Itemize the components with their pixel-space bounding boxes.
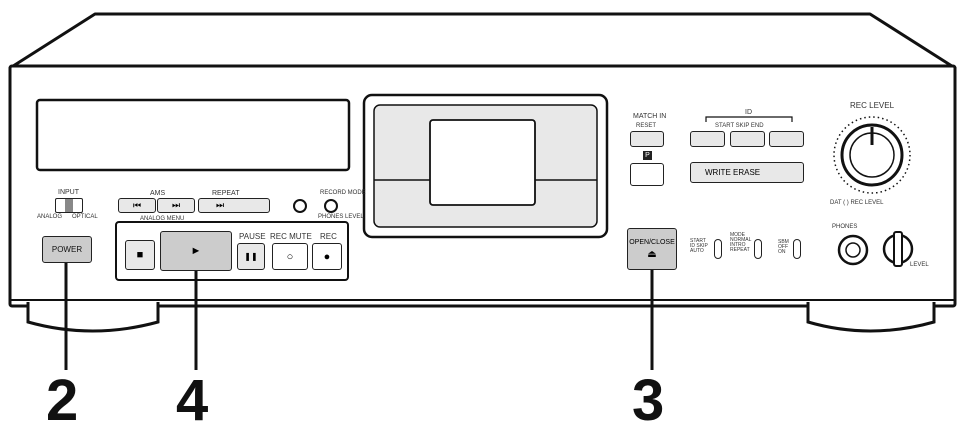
switch3[interactable] <box>793 239 801 259</box>
switch2[interactable] <box>754 239 762 259</box>
switch1-label: START ID SKIP AUTO <box>690 238 708 254</box>
input-left-label: ANALOG <box>37 214 63 220</box>
next-button[interactable]: ⏭ <box>157 198 195 213</box>
ams-sub-label: ANALOG MENU <box>140 216 185 222</box>
rec-level-label: REC LEVEL <box>850 101 895 110</box>
rec-label: REC <box>320 232 337 241</box>
callout-2: 2 <box>46 368 79 433</box>
write-erase-button[interactable]: WRITE ERASE <box>690 162 804 183</box>
power-button[interactable]: POWER <box>42 236 92 263</box>
pause-label: PAUSE <box>239 232 266 241</box>
match-in-sub-label: RESET <box>636 123 657 129</box>
stop-icon: ■ <box>136 249 144 261</box>
match-indicator: P <box>643 151 652 160</box>
input-switch-knob <box>65 199 73 212</box>
repeat-next-icon: ⏭ <box>215 200 225 210</box>
rec-level-sub-label: DAT ( ) REC LEVEL <box>830 200 884 206</box>
stop-button[interactable]: ■ <box>125 240 155 270</box>
record-mode-sub-label: PHONES LEVEL <box>318 214 364 220</box>
open-close-label: OPEN/CLOSE <box>629 238 675 246</box>
prev-button[interactable]: ⏮ <box>118 198 156 213</box>
rec-mute-button[interactable]: ○ <box>272 243 308 270</box>
open-close-button[interactable]: OPEN/CLOSE ⏏ <box>627 228 677 270</box>
prev-icon: ⏮ <box>132 200 142 210</box>
match-in-button[interactable] <box>630 131 664 147</box>
switch3-label: SBM OFF ON <box>778 239 789 255</box>
match-display <box>630 163 664 186</box>
pause-button[interactable]: ❚❚ <box>237 243 265 270</box>
write-erase-label: WRITE ERASE <box>705 168 761 177</box>
repeat-button[interactable]: ⏭ <box>198 198 270 213</box>
switch1[interactable] <box>714 239 722 259</box>
play-icon: ► <box>190 245 202 257</box>
power-label: POWER <box>51 245 83 254</box>
match-indicator-letter: P <box>645 152 650 159</box>
rec-mute-icon: ○ <box>286 250 294 263</box>
rec-button[interactable]: ● <box>312 243 342 270</box>
id-label: ID <box>745 109 752 116</box>
input-right-label: OPTICAL <box>72 214 98 220</box>
rec-icon: ● <box>323 250 331 263</box>
pause-icon: ❚❚ <box>244 252 258 261</box>
id-start-button[interactable] <box>690 131 725 147</box>
input-switch[interactable] <box>55 198 83 213</box>
phones-jack[interactable] <box>839 236 867 264</box>
match-in-label: MATCH IN <box>633 113 667 120</box>
id-skip-button[interactable] <box>730 131 765 147</box>
next-icon: ⏭ <box>171 200 181 210</box>
id-sub-label: START SKIP END <box>715 123 764 129</box>
record-mode-label: RECORD MODE <box>320 190 366 196</box>
eject-icon: ⏏ <box>647 248 657 260</box>
ams-label: AMS <box>150 190 166 197</box>
level-label: LEVEL <box>910 262 929 268</box>
rec-level-knob[interactable] <box>842 125 902 185</box>
play-button[interactable]: ► <box>160 231 232 271</box>
switch2-label: MODE NORMAL INTRO REPEAT <box>730 232 752 253</box>
callout-3: 3 <box>632 368 665 433</box>
phones-label: PHONES <box>832 224 858 230</box>
callout-4: 4 <box>176 368 209 433</box>
rec-mute-label: REC MUTE <box>270 232 312 241</box>
phones-level-knob[interactable] <box>884 235 912 263</box>
input-label: INPUT <box>58 189 79 196</box>
repeat-label: REPEAT <box>212 190 240 197</box>
id-end-button[interactable] <box>769 131 804 147</box>
